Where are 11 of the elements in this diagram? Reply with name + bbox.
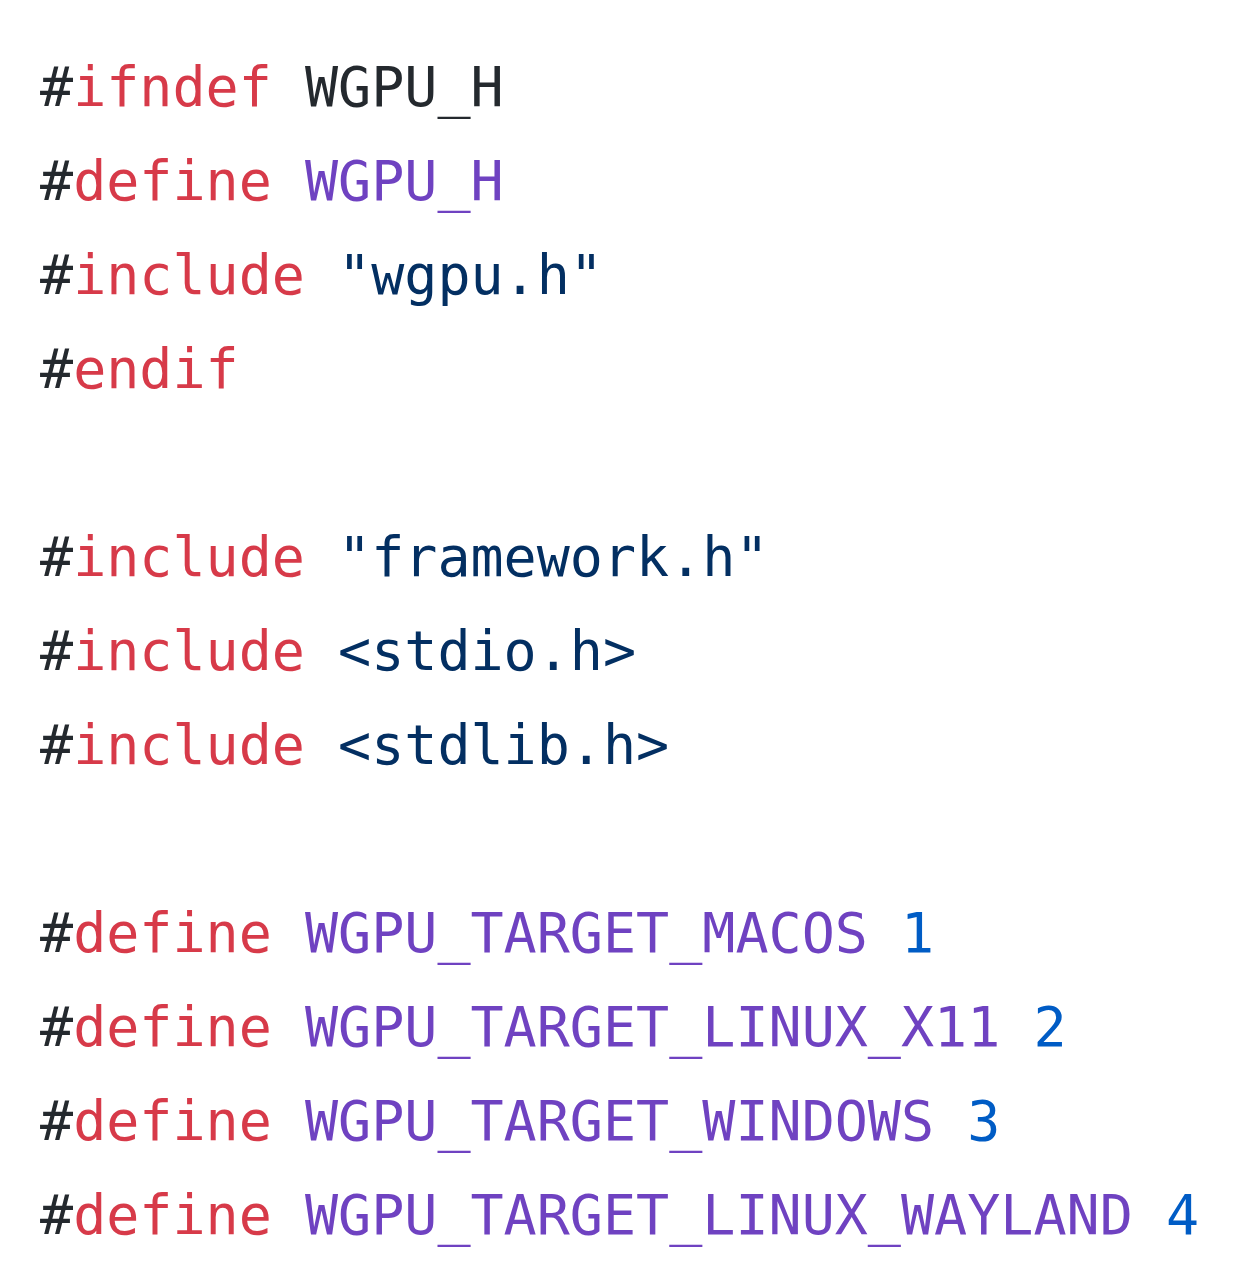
code-line: #endif — [40, 336, 239, 402]
code-line: #include "framework.h" — [40, 524, 769, 590]
code-line: #define WGPU_H — [40, 148, 504, 214]
code-line: #include "wgpu.h" — [40, 242, 603, 308]
code-line: #define WGPU_TARGET_LINUX_WAYLAND 4 — [40, 1182, 1199, 1248]
code-line: #include <stdio.h> — [40, 618, 637, 684]
code-line: #include <stdlib.h> — [40, 712, 670, 778]
code-line: #define WGPU_TARGET_WINDOWS 3 — [40, 1088, 1001, 1154]
code-line: #define WGPU_TARGET_LINUX_X11 2 — [40, 994, 1067, 1060]
code-line: #ifndef WGPU_H — [40, 54, 504, 120]
code-line: #define WGPU_TARGET_MACOS 1 — [40, 900, 935, 966]
